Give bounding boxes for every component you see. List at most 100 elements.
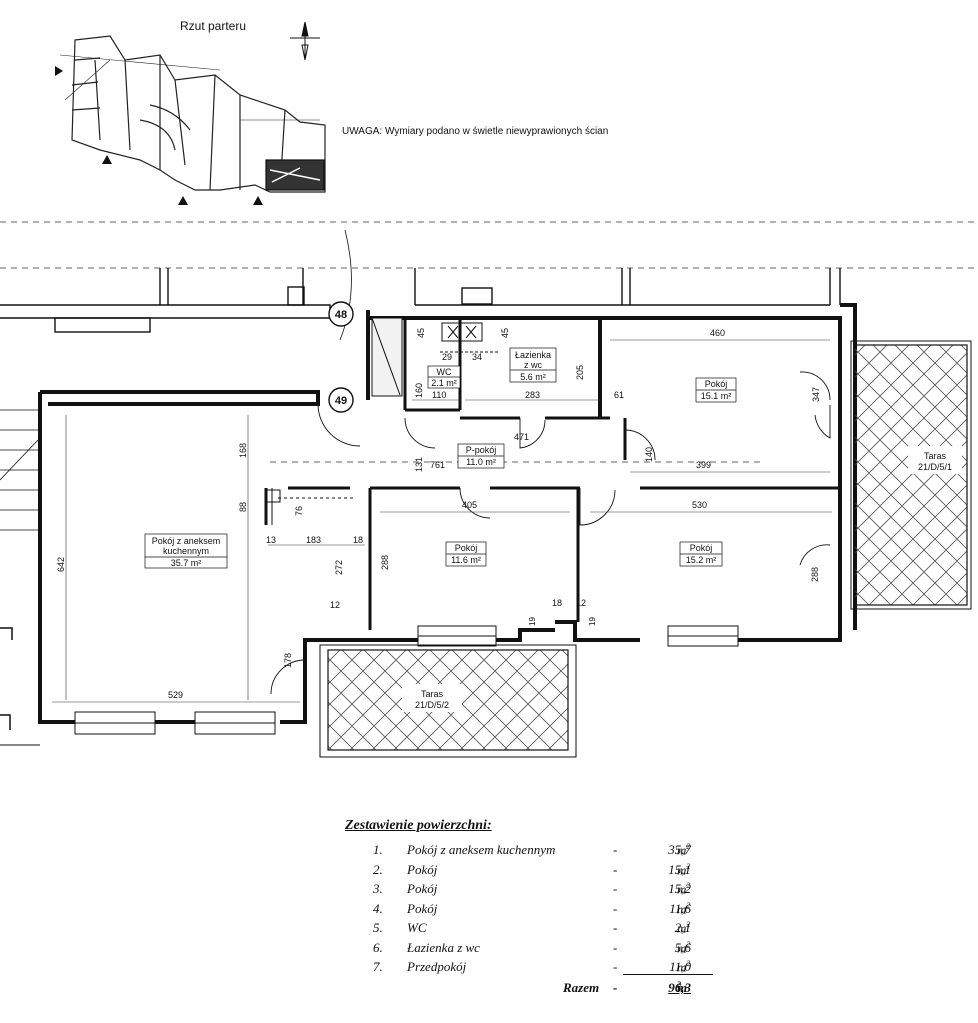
- svg-text:48: 48: [335, 309, 347, 321]
- terrace-2: [319, 644, 577, 758]
- dim-272: 272: [334, 560, 344, 575]
- stairwell: [371, 317, 403, 397]
- summary-row: 6. Łazienka z wc - 5,6 m2: [373, 939, 691, 955]
- dim-18a: 18: [353, 535, 363, 545]
- room-label-hall: P-pokój 11.0 m²: [457, 443, 505, 469]
- property-lines: [0, 221, 978, 463]
- svg-text:49: 49: [335, 395, 347, 407]
- dim-19a: 19: [528, 617, 537, 626]
- dim-205: 205: [575, 365, 585, 380]
- dim-471: 471: [514, 432, 529, 442]
- dim-110: 110: [432, 390, 446, 400]
- corridor-walls: [0, 229, 841, 341]
- room-label-living: Pokój z aneksem kuchennym 35.7 m²: [144, 533, 228, 569]
- svg-text:11.6 m²: 11.6 m²: [451, 555, 481, 565]
- interior-walls: [264, 318, 840, 630]
- doors: [270, 371, 831, 695]
- kitchen-counter: [265, 488, 355, 525]
- summary-row: 3. Pokój - 15,2 m2: [373, 881, 691, 897]
- dim-288b: 288: [810, 567, 820, 582]
- svg-text:kuchennym: kuchennym: [163, 546, 209, 556]
- left-stairs: [0, 409, 39, 531]
- windows: [74, 625, 739, 735]
- area-summary: Zestawienie powierzchni: 1. Pokój z anek…: [345, 818, 715, 995]
- summary-row: 1. Pokój z aneksem kuchennym - 35,7 m2: [373, 842, 691, 858]
- svg-text:Taras: Taras: [924, 451, 947, 461]
- svg-text:Pokój: Pokój: [690, 543, 713, 553]
- stair-number-49: 49: [328, 387, 354, 413]
- svg-text:21/D/5/2: 21/D/5/2: [415, 700, 449, 710]
- svg-text:5.6 m²: 5.6 m²: [520, 372, 546, 382]
- terrace-label-2: Taras 21/D/5/2: [415, 689, 449, 710]
- terrace-1: [850, 340, 972, 610]
- svg-text:Łazienka: Łazienka: [515, 350, 551, 360]
- dim-13: 13: [266, 535, 276, 545]
- svg-text:21/D/5/1: 21/D/5/1: [918, 462, 952, 472]
- dim-12b: 12: [576, 598, 586, 608]
- dim-168: 168: [238, 443, 248, 458]
- dim-76: 76: [294, 506, 304, 516]
- dim-399: 399: [696, 460, 711, 470]
- dimension-labels: 460 45 45 29 34 205 160 110 283 61 347 4…: [56, 328, 821, 700]
- svg-text:WC: WC: [437, 367, 452, 377]
- dim-29: 29: [442, 352, 452, 362]
- svg-text:2.1 m²: 2.1 m²: [431, 378, 457, 388]
- dim-405: 405: [462, 500, 477, 510]
- dim-460: 460: [710, 328, 725, 338]
- dim-183: 183: [306, 535, 321, 545]
- dim-18b: 18: [552, 598, 562, 608]
- stair-number-48: 48: [328, 301, 354, 327]
- svg-text:z wc: z wc: [524, 360, 543, 370]
- dim-45b: 45: [500, 328, 510, 338]
- north-arrow-icon: [290, 21, 320, 61]
- room-label-wc: WC 2.1 m²: [427, 365, 461, 389]
- svg-text:Pokój: Pokój: [705, 379, 728, 389]
- dim-283: 283: [525, 390, 540, 400]
- summary-row: 5. WC - 2,1 m2: [373, 920, 691, 936]
- edge-markers: [0, 627, 40, 746]
- total-rule: [623, 974, 713, 975]
- dim-61: 61: [614, 390, 624, 400]
- dim-131: 131: [414, 457, 424, 472]
- svg-text:15.1 m²: 15.1 m²: [701, 391, 732, 401]
- room-label-room1: Pokój 15.1 m²: [695, 377, 737, 403]
- dim-530: 530: [692, 500, 707, 510]
- dim-288a: 288: [380, 555, 390, 570]
- dim-642: 642: [56, 557, 66, 572]
- key-plan: [59, 35, 326, 193]
- svg-text:Taras: Taras: [421, 689, 444, 699]
- room-label-bath: Łazienka z wc 5.6 m²: [509, 347, 557, 383]
- svg-text:Pokój: Pokój: [455, 543, 478, 553]
- terrace-label-1: Taras 21/D/5/1: [918, 451, 952, 472]
- dim-19b: 19: [588, 617, 597, 626]
- dim-140: 140: [644, 447, 654, 462]
- plan-title: Rzut parteru: [180, 19, 246, 33]
- summary-title: Zestawienie powierzchni:: [345, 818, 492, 833]
- svg-text:P-pokój: P-pokój: [466, 445, 497, 455]
- dim-12: 12: [330, 600, 340, 610]
- summary-row: 7. Przedpokój - 11,0 m2: [373, 959, 691, 975]
- dim-160: 160: [414, 383, 424, 398]
- dim-88: 88: [238, 502, 248, 512]
- svg-text:15.2 m²: 15.2 m²: [686, 555, 717, 565]
- svg-text:Pokój z aneksem: Pokój z aneksem: [152, 536, 221, 546]
- svg-text:35.7 m²: 35.7 m²: [171, 558, 202, 568]
- summary-row: 4. Pokój - 11,6 m2: [373, 900, 691, 916]
- total-value: 96,3: [668, 980, 691, 995]
- dim-178: 178: [283, 653, 293, 668]
- summary-row: 2. Pokój - 15,1 m2: [373, 861, 691, 877]
- room-label-room3: Pokój 11.6 m²: [445, 541, 487, 567]
- dim-347: 347: [811, 387, 821, 402]
- room-label-room2: Pokój 15.2 m²: [679, 541, 723, 567]
- dimension-note: UWAGA: Wymiary podano w świetle niewypra…: [342, 126, 608, 137]
- key-plan-arrows: [55, 66, 263, 205]
- dim-45a: 45: [416, 328, 426, 338]
- bath-fixtures: [440, 322, 500, 353]
- svg-text:11.0 m²: 11.0 m²: [466, 457, 496, 467]
- total-label: Razem: [563, 980, 600, 995]
- dim-529: 529: [168, 690, 183, 700]
- dim-761: 761: [430, 460, 445, 470]
- dim-34: 34: [472, 352, 482, 362]
